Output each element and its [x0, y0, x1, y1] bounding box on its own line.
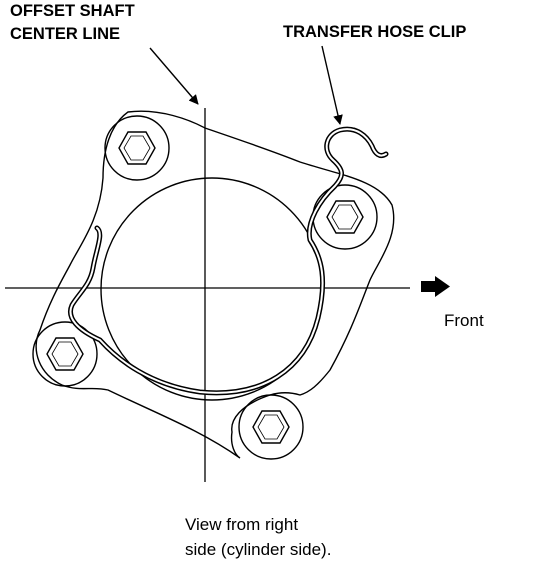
hex-bolt-icon [118, 131, 156, 165]
front-arrow-icon [421, 276, 450, 297]
front-label: Front [444, 311, 484, 330]
caption-line1: View from right [185, 515, 298, 534]
hex-bolt-icon [252, 410, 290, 444]
transfer-hose-clip [68, 126, 389, 396]
bolt-boss-left [32, 321, 98, 387]
bolt-boss-top-left [104, 115, 170, 181]
offset-leader-arrow [149, 47, 199, 105]
clip-label: TRANSFER HOSE CLIP [283, 23, 466, 41]
clip-leader-arrow [321, 45, 343, 125]
caption-line2: side (cylinder side). [185, 540, 331, 559]
offset-shaft-label-line1: OFFSET SHAFT [10, 2, 135, 20]
bolt-boss-bottom [238, 394, 304, 460]
hex-bolt-icon [326, 200, 364, 234]
hex-bolt-icon [46, 337, 84, 371]
offset-shaft-label-line2: CENTER LINE [10, 25, 120, 43]
bolt-boss-right [312, 184, 378, 250]
flange-outline [35, 110, 395, 459]
